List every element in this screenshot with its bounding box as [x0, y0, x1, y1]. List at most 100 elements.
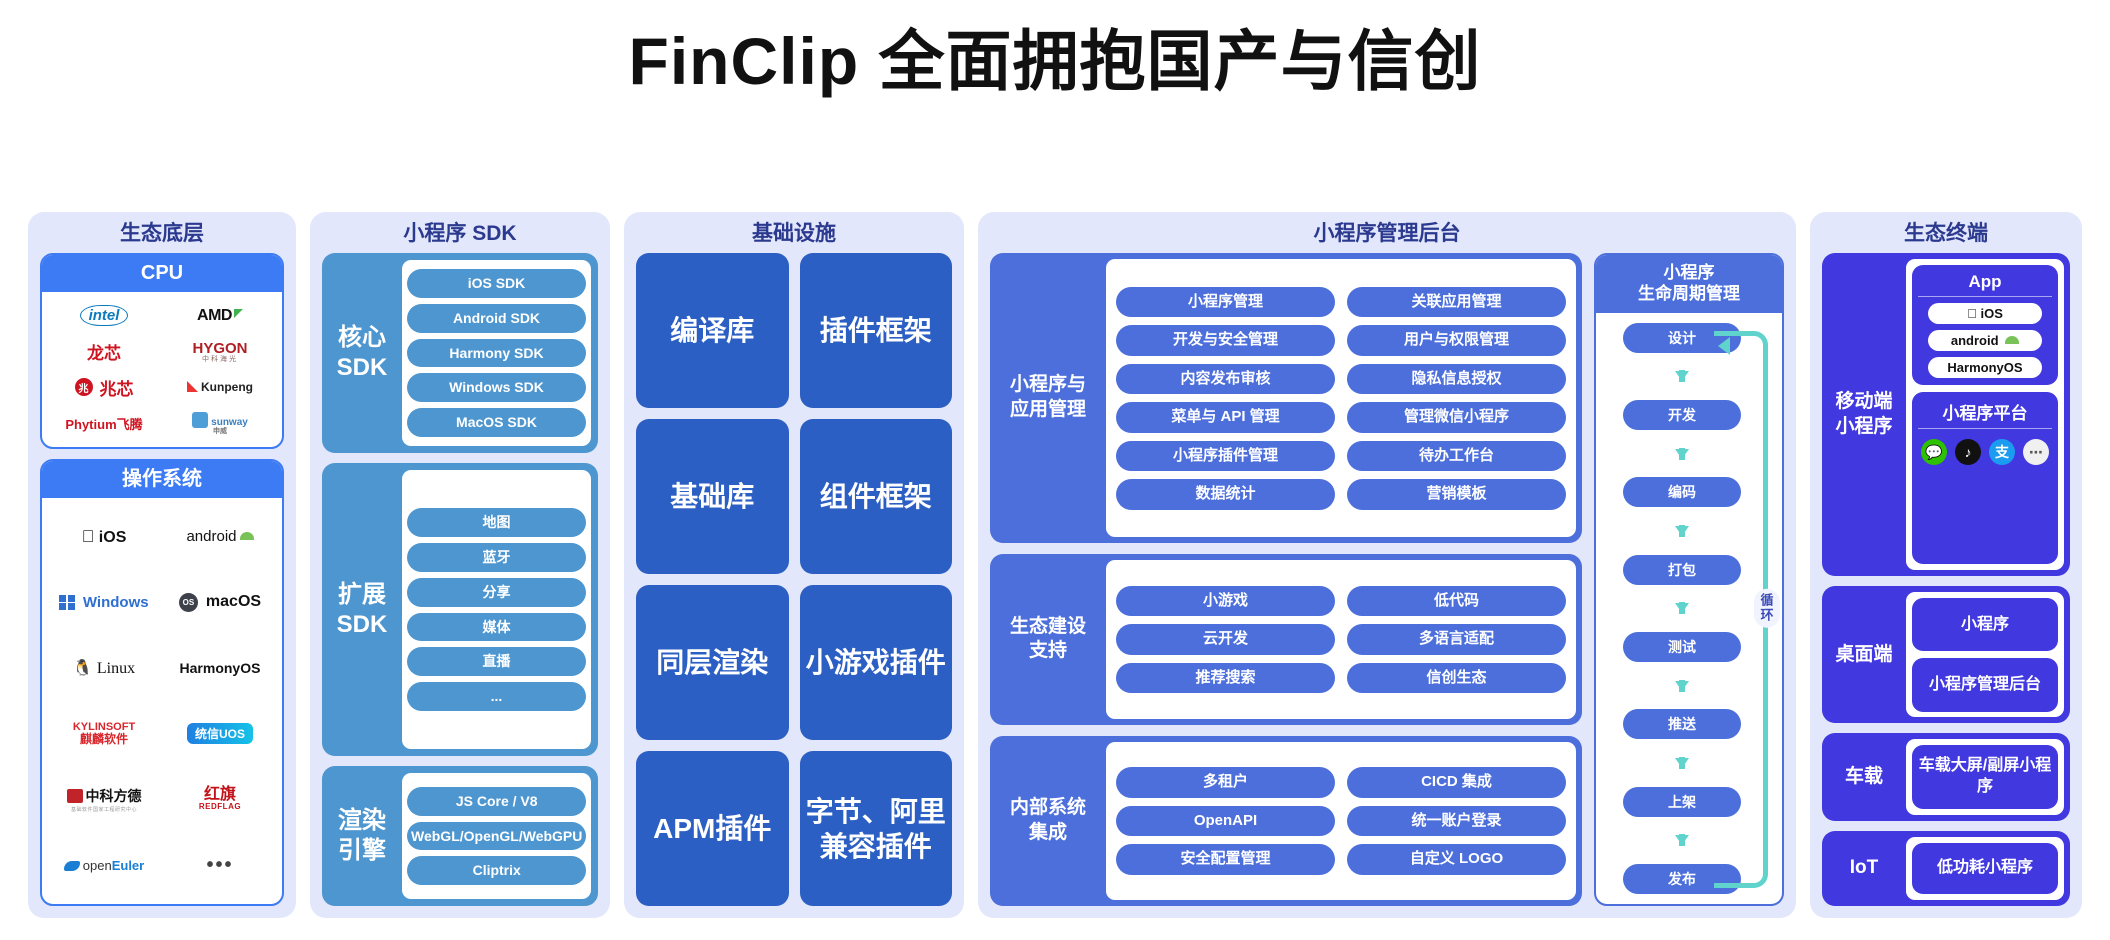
admin-pill[interactable]: 统一账户登录	[1347, 805, 1566, 837]
logo-zhaoxin: 兆兆芯	[46, 374, 162, 400]
admin-pill[interactable]: 管理微信小程序	[1347, 402, 1566, 433]
terminal-item[interactable]: 车载大屏/副屏小程序	[1912, 745, 2058, 809]
admin-pill[interactable]: 开发与安全管理	[1116, 325, 1335, 356]
admin-pill[interactable]: 关联应用管理	[1347, 286, 1566, 318]
terminal-item[interactable]: 小程序	[1912, 598, 2058, 652]
terminal-card-title: 小程序平台	[1918, 399, 2052, 430]
sdk-pill[interactable]: Cliptrix	[407, 856, 587, 886]
infra-box[interactable]: 基础库	[636, 419, 789, 575]
infra-box[interactable]: 编译库	[636, 253, 789, 409]
lifecycle-step[interactable]: 推送	[1623, 709, 1741, 740]
os-pill-harmonyos[interactable]: HarmonyOS	[1928, 357, 2042, 379]
sdk-pill[interactable]: JS Core / V8	[407, 786, 587, 816]
admin-pill[interactable]: 小程序管理	[1116, 286, 1335, 318]
terminal-group-desktop: 桌面端 小程序 小程序管理后台	[1822, 586, 2070, 724]
terminal-group-body: App  iOS android HarmonyOS 小程序平台 💬 ♪ 支	[1906, 259, 2064, 571]
arrow-down-icon	[1675, 834, 1689, 847]
os-card-header: 操作系统	[42, 461, 282, 499]
cpu-card-header: CPU	[42, 255, 282, 293]
admin-pill[interactable]: 多租户	[1116, 767, 1335, 798]
logo-phytium: Phytium飞腾	[65, 416, 143, 432]
sdk-pill[interactable]: Harmony SDK	[407, 338, 586, 368]
lifecycle-steps: 设计 开发 编码 打包 测试 推送 上架	[1623, 322, 1741, 894]
lifecycle-header: 小程序 生命周期管理	[1596, 255, 1782, 313]
admin-pill[interactable]: 待办工作台	[1347, 440, 1566, 472]
admin-pill[interactable]: 小游戏	[1116, 585, 1335, 617]
logo-linux: 🐧 Linux	[72, 659, 136, 677]
terminal-group-iot: IoT 低功耗小程序	[1822, 830, 2070, 907]
lifecycle-step[interactable]: 编码	[1623, 477, 1741, 508]
sdk-pill[interactable]: 地图	[407, 508, 586, 537]
infra-box[interactable]: 同层渲染	[636, 585, 789, 741]
admin-pill[interactable]: 多语言适配	[1347, 624, 1566, 655]
admin-pill[interactable]: 推荐搜索	[1116, 662, 1335, 694]
sdk-group-render-label: 渲染 引擎	[338, 807, 386, 864]
os-pill-ios[interactable]:  iOS	[1928, 303, 2042, 325]
sdk-pill[interactable]: iOS SDK	[407, 269, 586, 298]
arrow-down-icon	[1675, 679, 1689, 692]
sdk-pill[interactable]: MacOS SDK	[407, 408, 586, 438]
admin-sections: 小程序与 应用管理 小程序管理 关联应用管理 开发与安全管理 用户与权限管理 内…	[990, 253, 1582, 906]
sdk-pill[interactable]: ...	[407, 682, 586, 711]
sdk-pill[interactable]: 媒体	[407, 612, 586, 642]
sdk-pill[interactable]: WebGL/OpenGL/WebGPU	[407, 821, 587, 851]
admin-section-label: 生态建设 支持	[1009, 615, 1086, 662]
logo-kunpeng: Kunpeng	[162, 374, 278, 400]
os-pill-android[interactable]: android	[1928, 330, 2042, 352]
douyin-icon[interactable]: ♪	[1955, 439, 1981, 466]
terminal-card-app: App  iOS android HarmonyOS	[1912, 265, 2058, 386]
admin-pill[interactable]: 安全配置管理	[1116, 844, 1335, 875]
admin-pill[interactable]: 营销模板	[1347, 479, 1566, 510]
sdk-pill[interactable]: 蓝牙	[407, 542, 586, 572]
admin-pill[interactable]: 小程序插件管理	[1116, 440, 1335, 472]
admin-pill[interactable]: 云开发	[1116, 624, 1335, 655]
infra-box[interactable]: 小游戏插件	[799, 585, 952, 741]
terminal-group-automotive: 车载 车载大屏/副屏小程序	[1822, 733, 2070, 821]
admin-pill[interactable]: 低代码	[1347, 585, 1566, 617]
sdk-group-core-label: 核心 SDK	[336, 324, 388, 382]
infra-box[interactable]: 组件框架	[799, 419, 952, 575]
admin-pill[interactable]: 用户与权限管理	[1347, 325, 1566, 356]
terminal-card-title: App	[1918, 272, 2052, 298]
alipay-icon[interactable]: 支	[1989, 439, 2015, 466]
sdk-pill[interactable]: 直播	[407, 647, 586, 677]
admin-section-app-management: 小程序与 应用管理 小程序管理 关联应用管理 开发与安全管理 用户与权限管理 内…	[990, 253, 1582, 544]
lifecycle-step[interactable]: 上架	[1623, 786, 1741, 817]
terminal-item[interactable]: 低功耗小程序	[1912, 842, 2058, 895]
wechat-icon[interactable]: 💬	[1921, 439, 1947, 466]
sdk-pill[interactable]: Android SDK	[407, 303, 586, 333]
logo-openeuler: openEuler	[46, 852, 162, 878]
arrow-down-icon	[1675, 756, 1689, 769]
admin-pill[interactable]: OpenAPI	[1116, 805, 1335, 837]
infra-box[interactable]: APM插件	[636, 751, 789, 906]
admin-pill[interactable]: 内容发布审核	[1116, 363, 1335, 395]
lifecycle-step[interactable]: 打包	[1623, 554, 1741, 585]
logo-more: •••	[206, 853, 234, 876]
terminal-group-body: 车载大屏/副屏小程序	[1906, 739, 2064, 815]
terminal-group-label: 桌面端	[1835, 643, 1893, 665]
infra-box[interactable]: 插件框架	[799, 253, 952, 409]
sdk-pill[interactable]: 分享	[407, 577, 586, 607]
logo-harmonyos: HarmonyOS	[179, 659, 261, 676]
admin-pill[interactable]: 信创生态	[1347, 662, 1566, 694]
admin-pill[interactable]: 隐私信息授权	[1347, 363, 1566, 395]
admin-pill[interactable]: CICD 集成	[1347, 767, 1566, 798]
admin-pill[interactable]: 自定义 LOGO	[1347, 844, 1566, 875]
admin-pill[interactable]: 数据统计	[1116, 479, 1335, 510]
more-icon[interactable]: ⋯	[2023, 439, 2049, 466]
logo-zhongkefangde: 中科方德基础软件国家工程研究中心	[46, 786, 162, 813]
lifecycle-step[interactable]: 开发	[1623, 399, 1741, 430]
admin-pill[interactable]: 菜单与 API 管理	[1116, 402, 1335, 433]
lifecycle-step[interactable]: 测试	[1623, 631, 1741, 662]
infra-box[interactable]: 字节、阿里兼容插件	[799, 751, 952, 906]
sdk-pill[interactable]: Windows SDK	[407, 373, 586, 403]
logo-amd: AMD	[162, 303, 278, 329]
admin-section-pills: 多租户 CICD 集成 OpenAPI 统一账户登录 安全配置管理 自定义 LO…	[1106, 741, 1576, 900]
logo-windows: Windows	[46, 589, 162, 615]
terminal-item[interactable]: 小程序管理后台	[1912, 658, 2058, 712]
